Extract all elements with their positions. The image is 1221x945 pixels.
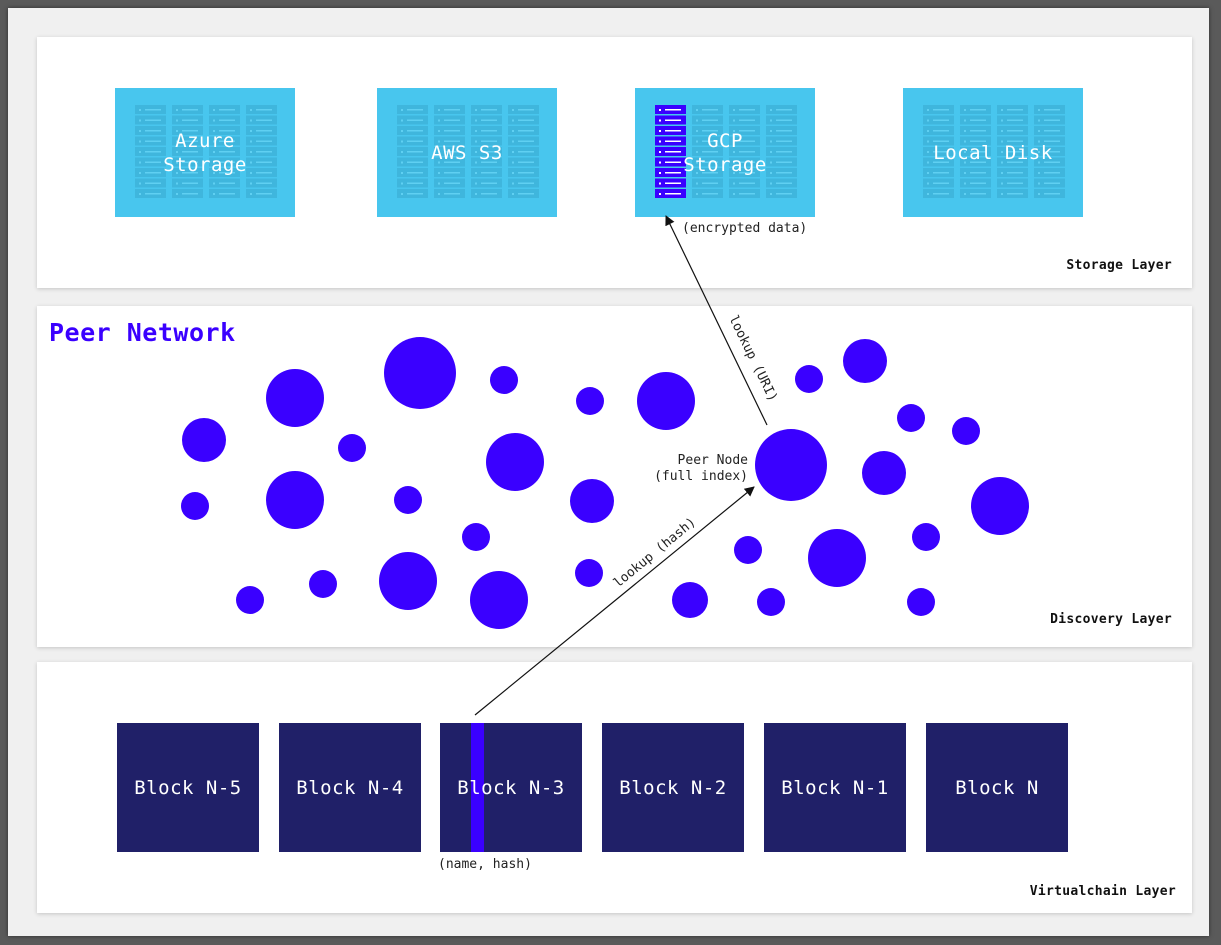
peer-node xyxy=(266,369,324,427)
storage-local-disk: Local Disk xyxy=(903,88,1083,217)
virtualchain-layer-panel: Block N-5 Block N-4 Block N-3 Block N-2 … xyxy=(37,662,1192,913)
peer-node-full-index xyxy=(755,429,827,501)
block-n-5: Block N-5 xyxy=(117,723,259,852)
peer-network-graph xyxy=(181,337,1029,629)
peer-node xyxy=(338,434,366,462)
peer-node xyxy=(309,570,337,598)
peer-node xyxy=(843,339,887,383)
block-label: Block N-2 xyxy=(619,776,727,799)
block-label: Block N-5 xyxy=(134,776,242,799)
peer-node xyxy=(462,523,490,551)
name-hash-record xyxy=(471,723,484,852)
storage-azure: Azure Storage xyxy=(115,88,295,217)
peer-node xyxy=(734,536,762,564)
block-n-2: Block N-2 xyxy=(602,723,744,852)
block-n-1: Block N-1 xyxy=(764,723,906,852)
virtualchain-layer-label: Virtualchain Layer xyxy=(1029,884,1176,899)
block-label: Block N-3 xyxy=(457,776,565,799)
peer-node xyxy=(486,433,544,491)
peer-node xyxy=(672,582,708,618)
peer-node xyxy=(236,586,264,614)
peer-network-title: Peer Network xyxy=(49,318,236,347)
storage-gcp: GCP Storage xyxy=(635,88,815,217)
lookup-hash-label: lookup (hash) xyxy=(611,515,699,591)
storage-aws-s3: AWS S3 xyxy=(377,88,557,217)
storage-layer-panel: Azure Storage AWS S3 GCP Storage Local D… xyxy=(37,37,1192,288)
lookup-hash-arrow xyxy=(474,486,755,716)
peer-node xyxy=(795,365,823,393)
peer-node xyxy=(637,372,695,430)
diagram-sheet: Azure Storage AWS S3 GCP Storage Local D… xyxy=(8,8,1209,936)
storage-name: GCP Storage xyxy=(683,129,767,176)
peer-node xyxy=(862,451,906,495)
peer-node xyxy=(470,571,528,629)
discovery-layer-label: Discovery Layer xyxy=(1050,612,1172,627)
peer-node-label: Peer Node (full index) xyxy=(640,453,748,485)
encrypted-data-label: (encrypted data) xyxy=(682,221,808,236)
peer-node xyxy=(266,471,324,529)
block-n-4: Block N-4 xyxy=(279,723,421,852)
server-rack-icon xyxy=(397,105,539,198)
peer-node xyxy=(490,366,518,394)
storage-name: Azure Storage xyxy=(163,129,247,176)
lookup-uri-arrow xyxy=(665,215,768,426)
peer-node xyxy=(907,588,935,616)
storage-layer-label: Storage Layer xyxy=(1066,258,1172,273)
peer-node xyxy=(576,387,604,415)
server-rack-icon xyxy=(923,105,1065,198)
peer-node-title: Peer Node xyxy=(677,453,748,468)
peer-node xyxy=(897,404,925,432)
block-n-3: Block N-3 xyxy=(440,723,582,852)
peer-node xyxy=(971,477,1029,535)
block-label: Block N xyxy=(955,776,1039,799)
peer-node xyxy=(952,417,980,445)
storage-name: AWS S3 xyxy=(431,141,503,164)
name-hash-label: (name, hash) xyxy=(438,857,532,872)
peer-node xyxy=(182,418,226,462)
lookup-uri-label: lookup (URI) xyxy=(725,313,780,404)
server-rack-icon xyxy=(655,105,797,198)
peer-node xyxy=(757,588,785,616)
peer-node xyxy=(394,486,422,514)
server-rack-icon xyxy=(135,105,277,198)
peer-node-subtitle: (full index) xyxy=(654,469,748,484)
peer-node xyxy=(808,529,866,587)
block-n: Block N xyxy=(926,723,1068,852)
peer-node xyxy=(575,559,603,587)
discovery-layer-panel: Peer Network Peer Node (full index) Disc… xyxy=(37,306,1192,647)
peer-node xyxy=(181,492,209,520)
peer-node xyxy=(379,552,437,610)
storage-name: Local Disk xyxy=(933,141,1053,164)
block-label: Block N-4 xyxy=(296,776,404,799)
block-label: Block N-1 xyxy=(781,776,889,799)
peer-node xyxy=(384,337,456,409)
peer-node xyxy=(570,479,614,523)
peer-node xyxy=(912,523,940,551)
